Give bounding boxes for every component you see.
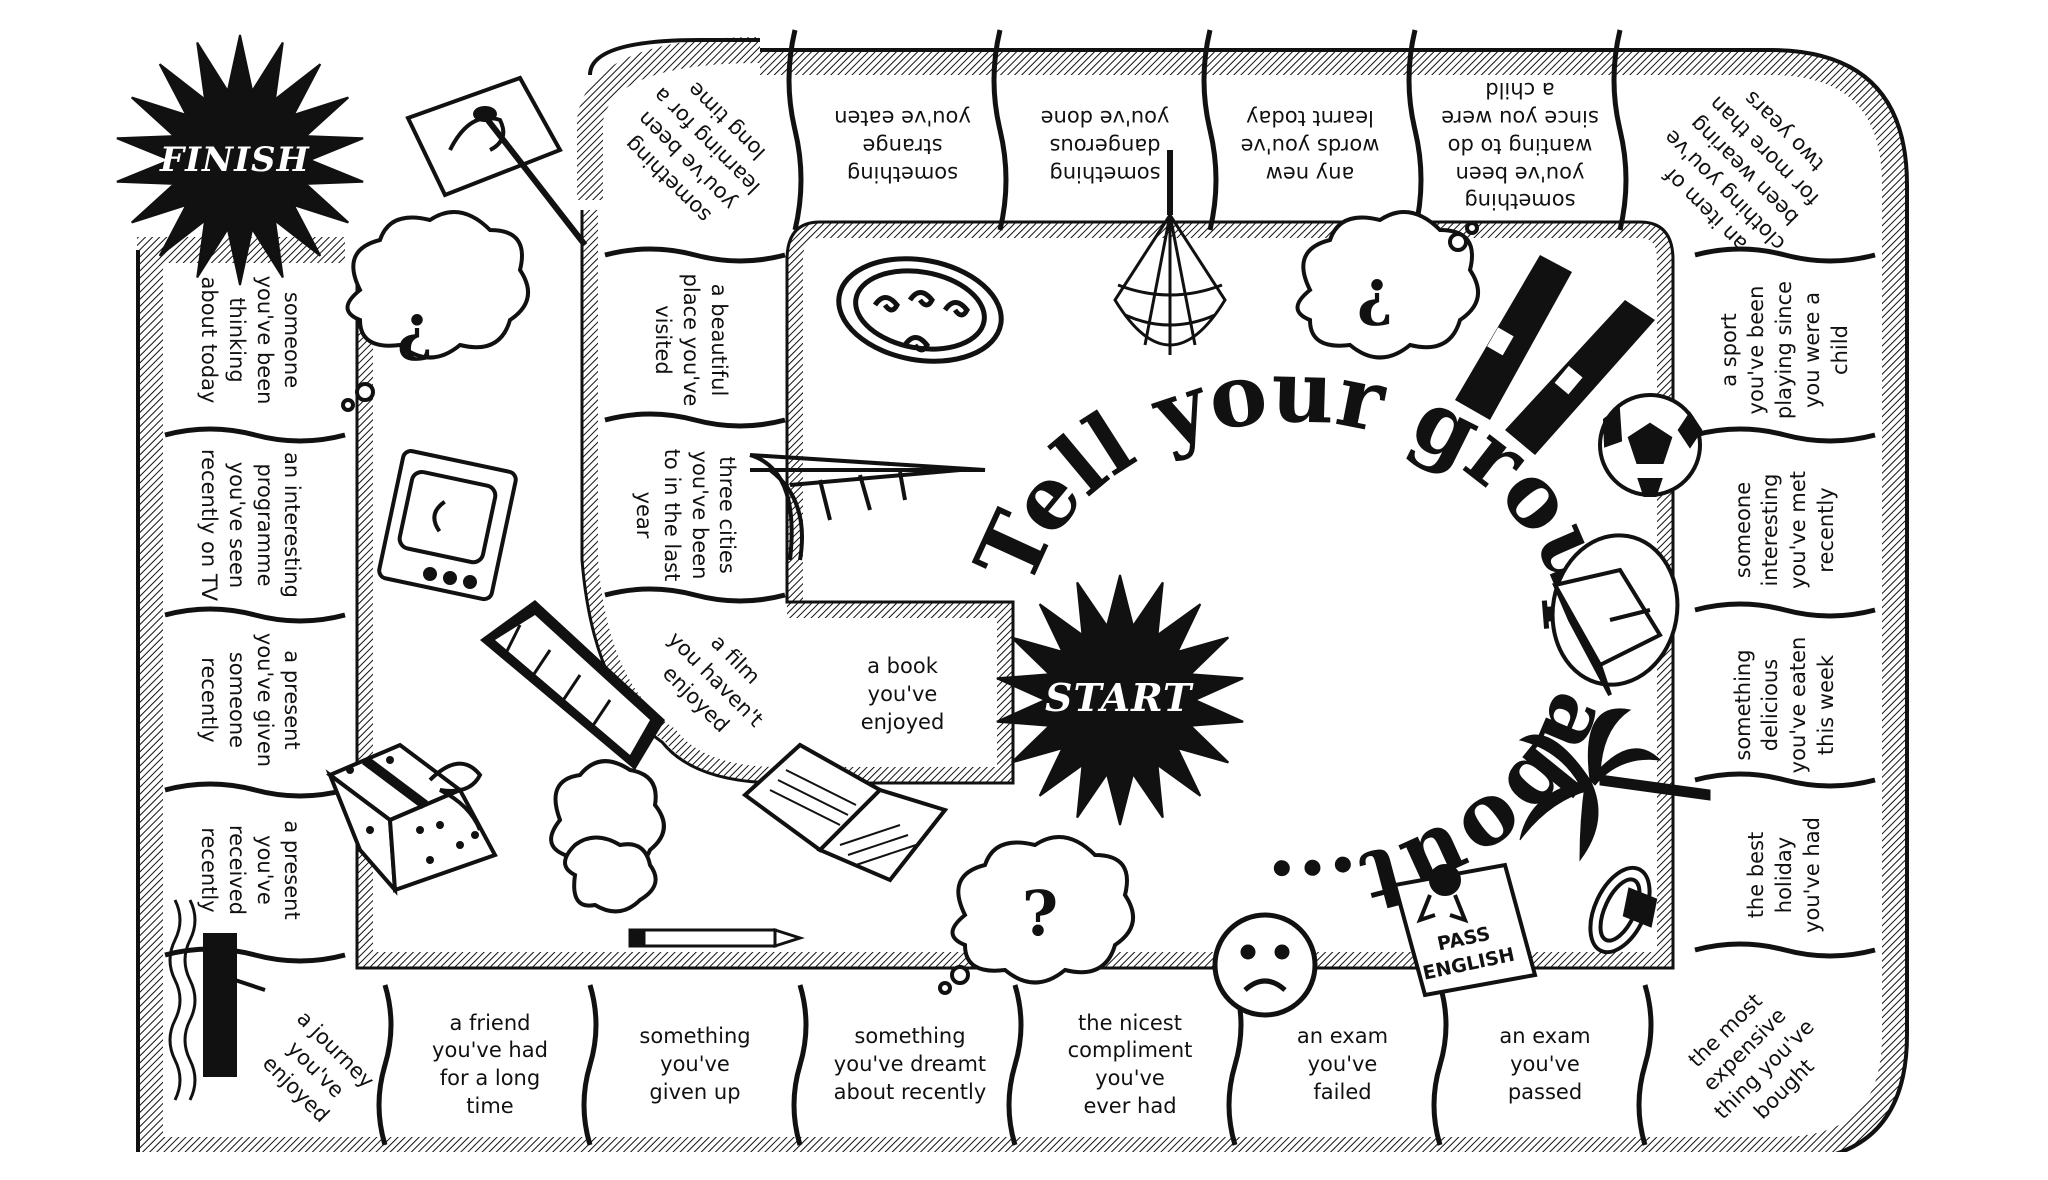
square-strange-eaten: something strange you've eaten xyxy=(834,106,971,186)
eiffel-tower-icon xyxy=(749,453,986,561)
square-present-given: a present you've given someone recently xyxy=(197,632,305,768)
ship-icon xyxy=(168,899,266,1101)
square-exam-passed: an exam you've passed xyxy=(1499,1024,1591,1104)
square-sport-since-child: a sport you've been playing since you we… xyxy=(1716,280,1852,420)
square-three-cities: three cities you've been to in the last … xyxy=(632,448,740,582)
square-beautiful-place: a beautiful place you've visited xyxy=(651,273,731,407)
finish-label: FINISH xyxy=(160,140,310,180)
thought-bubble-icon: ? xyxy=(938,835,1135,995)
square-new-words: any new words you've learnt today xyxy=(1240,106,1380,186)
square-given-up: something you've given up xyxy=(639,1024,751,1104)
tv-icon xyxy=(377,449,518,602)
square-dividers xyxy=(164,29,1876,1146)
svg-text:?: ? xyxy=(1357,265,1393,338)
thought-bubble-icon: ? xyxy=(341,210,530,412)
svg-text:?: ? xyxy=(1022,877,1058,950)
square-best-holiday: the best holiday you've had xyxy=(1744,817,1824,933)
painting-icon xyxy=(836,256,1004,364)
sad-face-icon xyxy=(1212,912,1318,1018)
cake-icon xyxy=(1550,533,1680,696)
square-friend-long-time: a friend you've had for a long time xyxy=(432,1010,548,1118)
pass-english-certificate-icon: PASS ENGLISH xyxy=(1392,862,1538,998)
game-board: Tell your group about... ? xyxy=(116,29,1909,1164)
svg-text:?: ? xyxy=(397,300,433,373)
gift-box-icon xyxy=(325,742,498,896)
square-exam-failed: an exam you've failed xyxy=(1296,1024,1389,1104)
pencil-icon xyxy=(628,927,805,949)
start-label: START xyxy=(1045,675,1193,720)
film-strip-icon xyxy=(480,600,665,770)
start-burst-icon xyxy=(996,574,1244,826)
cloud-icon xyxy=(549,759,666,914)
thought-bubble-icon: ? xyxy=(1295,210,1480,360)
trousers-icon xyxy=(1455,255,1655,455)
finish-burst-icon xyxy=(116,34,364,286)
palm-tree-icon xyxy=(1518,708,1711,862)
square-dangerous-done: something dangerous you've done xyxy=(1040,106,1170,186)
square-present-received: a present you've received recently xyxy=(197,820,305,920)
ring-icon xyxy=(1588,865,1658,955)
paintbrush-canvas-icon xyxy=(405,75,588,247)
square-nicest-compliment: the nicest compliment you've ever had xyxy=(1067,1010,1193,1118)
football-icon xyxy=(1598,393,1703,497)
open-book-icon xyxy=(741,742,949,883)
square-dreamt-about: something you've dreamt about recently xyxy=(833,1024,987,1104)
board-art: Tell your group about... ? xyxy=(116,29,1909,1164)
square-thinking-about-today: someone you've been thinking about today xyxy=(197,275,305,405)
square-book-enjoyed: a book you've enjoyed xyxy=(860,654,945,734)
square-someone-interesting: someone interesting you've met recently xyxy=(1730,471,1838,589)
square-interesting-programme: an interesting programme you've seen rec… xyxy=(197,448,305,602)
square-delicious-eaten: something delicious you've eaten this we… xyxy=(1730,636,1838,774)
square-wanting-since-child: something you've been wanting to do sinc… xyxy=(1441,78,1599,214)
chandelier-icon xyxy=(1113,150,1227,355)
